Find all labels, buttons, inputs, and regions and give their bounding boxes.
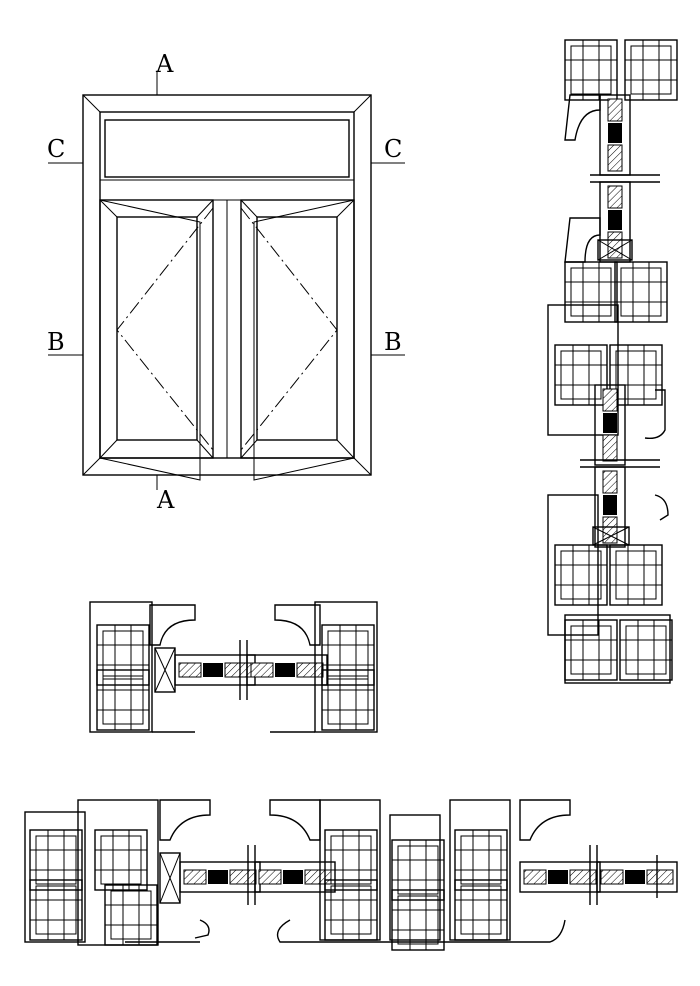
section-label-c-right: C (384, 135, 402, 163)
section-label-a-bottom: A (156, 486, 175, 514)
section-label-c-left: C (47, 135, 65, 163)
section-label-a-top: A (155, 50, 174, 78)
section-label-b-right: B (384, 328, 402, 356)
section-c-c (89, 601, 378, 733)
section-label-b-left: B (47, 328, 65, 356)
section-b-b (24, 799, 678, 951)
section-a-a (547, 39, 678, 684)
window-elevation: A A C C B B (47, 50, 405, 514)
